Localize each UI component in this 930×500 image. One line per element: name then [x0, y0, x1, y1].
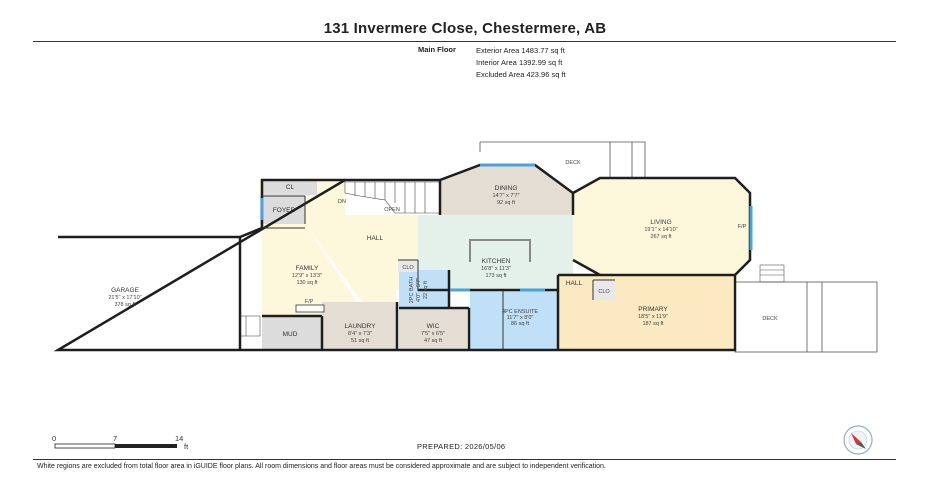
svg-text:21'5" x 17'10": 21'5" x 17'10"	[108, 295, 141, 301]
closet-cl	[262, 180, 317, 195]
svg-text:GARAGE: GARAGE	[111, 287, 139, 294]
svg-text:11'7" x 8'0": 11'7" x 8'0"	[507, 315, 534, 321]
svg-text:4'0" x 5'7": 4'0" x 5'7"	[416, 278, 422, 302]
dining-room	[440, 165, 573, 215]
svg-text:7'5" x 6'5": 7'5" x 6'5"	[421, 331, 445, 337]
svg-text:187 sq ft: 187 sq ft	[642, 321, 664, 327]
area-summary: Exterior Area 1483.77 sq ft Interior Are…	[476, 45, 566, 81]
svg-text:12'9" x 13'3": 12'9" x 13'3"	[292, 273, 322, 279]
svg-text:51 sq ft: 51 sq ft	[351, 338, 370, 344]
floor-name: Main Floor	[418, 45, 456, 54]
ensuite-label: 4PC ENSUITE 11'7" x 8'0" 86 sq ft	[502, 309, 538, 327]
svg-text:47 sq ft: 47 sq ft	[424, 338, 443, 344]
laundry-label: LAUNDRY 8'4" x 7'3" 51 sq ft	[345, 323, 377, 344]
wic-label: WIC 7'5" x 6'5" 47 sq ft	[421, 323, 445, 344]
svg-text:0: 0	[52, 434, 56, 443]
svg-text:8'4" x 7'3": 8'4" x 7'3"	[348, 331, 372, 337]
svg-text:86 sq ft: 86 sq ft	[511, 321, 530, 327]
footer-divider	[33, 459, 896, 460]
clo-hall-label: CLO	[598, 289, 610, 295]
clo-kitchen-label: CLO	[402, 265, 414, 271]
svg-text:18'5" x 11'9": 18'5" x 11'9"	[638, 314, 668, 320]
svg-text:2PC BATH: 2PC BATH	[409, 277, 415, 304]
svg-text:130 sq ft: 130 sq ft	[296, 280, 318, 286]
exterior-area: Exterior Area 1483.77 sq ft	[476, 46, 565, 55]
svg-text:14: 14	[175, 434, 183, 443]
living-room	[573, 178, 750, 275]
deck-right	[734, 281, 878, 353]
hall-primary-label: HALL	[566, 280, 583, 287]
svg-text:KITCHEN: KITCHEN	[482, 258, 511, 265]
mud-room	[262, 316, 322, 350]
cl-label: CL	[286, 184, 295, 191]
svg-text:378 sq ft: 378 sq ft	[114, 302, 136, 308]
svg-text:DINING: DINING	[495, 185, 518, 192]
header-divider	[33, 41, 896, 42]
bath-label: 2PC BATH 4'0" x 5'7" 22 sq ft	[409, 277, 429, 304]
living-label: LIVING 19'1" x 14'10" 267 sq ft	[644, 219, 677, 240]
fp-family-label: F/P	[305, 299, 314, 305]
svg-text:173 sq ft: 173 sq ft	[485, 273, 507, 279]
interior-area: Interior Area 1392.99 sq ft	[476, 58, 563, 67]
svg-text:19'1" x 14'10": 19'1" x 14'10"	[644, 227, 677, 233]
svg-text:92 sq ft: 92 sq ft	[497, 200, 516, 206]
deck-right-label: DECK	[762, 316, 778, 322]
mud-label: MUD	[283, 331, 298, 338]
svg-text:267 sq ft: 267 sq ft	[650, 234, 672, 240]
laundry-room	[322, 302, 397, 350]
svg-text:ft: ft	[184, 442, 189, 451]
scale-bar: 0 7 14 ft	[52, 434, 189, 451]
ensuite-room	[470, 290, 558, 350]
dining-label: DINING 14'7" x 7'7" 92 sq ft	[492, 185, 519, 206]
svg-text:14'7" x 7'7": 14'7" x 7'7"	[492, 193, 519, 199]
svg-text:LAUNDRY: LAUNDRY	[345, 323, 377, 330]
prepared-date: PREPARED: 2026/05/06	[417, 442, 506, 451]
primary-label: PRIMARY 18'5" x 11'9" 187 sq ft	[638, 306, 668, 327]
closet-hall	[593, 280, 615, 300]
kitchen-island	[469, 239, 531, 262]
hall-label: HALL	[367, 235, 384, 242]
open-label: OPEN	[384, 207, 400, 213]
fp-living-label: F/P	[738, 224, 747, 230]
closet-kitchen	[398, 260, 418, 272]
page-title: 131 Invermere Close, Chestermere, AB	[323, 20, 607, 37]
svg-text:16'8" x 11'3": 16'8" x 11'3"	[481, 266, 511, 272]
svg-text:LIVING: LIVING	[650, 219, 671, 226]
excluded-area: Excluded Area 423.96 sq ft	[476, 70, 566, 79]
windows	[260, 163, 753, 292]
wic-room	[399, 308, 467, 350]
svg-text:22 sq ft: 22 sq ft	[423, 281, 429, 300]
fireplace	[295, 304, 325, 313]
deck-top-label: DECK	[565, 160, 581, 166]
compass-icon	[843, 425, 873, 455]
foyer-area	[260, 196, 305, 224]
family-room	[262, 228, 362, 316]
svg-text:PRIMARY: PRIMARY	[638, 306, 668, 313]
kitchen-label: KITCHEN 16'8" x 11'3" 173 sq ft	[481, 258, 511, 279]
primary-room	[558, 275, 733, 350]
disclaimer: White regions are excluded from total fl…	[37, 463, 606, 470]
svg-text:WIC: WIC	[427, 323, 440, 330]
svg-text:7: 7	[113, 434, 117, 443]
svg-text:FAMILY: FAMILY	[296, 265, 319, 272]
thin-walls	[262, 195, 615, 350]
svg-text:4PC ENSUITE: 4PC ENSUITE	[502, 309, 538, 315]
family-label: FAMILY 12'9" x 13'3" 130 sq ft	[292, 265, 322, 286]
deck-top	[479, 141, 646, 178]
dn-label: DN	[338, 199, 346, 205]
garage-label: GARAGE 21'5" x 17'10" 378 sq ft	[108, 287, 141, 308]
foyer-label: FOYER	[273, 207, 296, 214]
